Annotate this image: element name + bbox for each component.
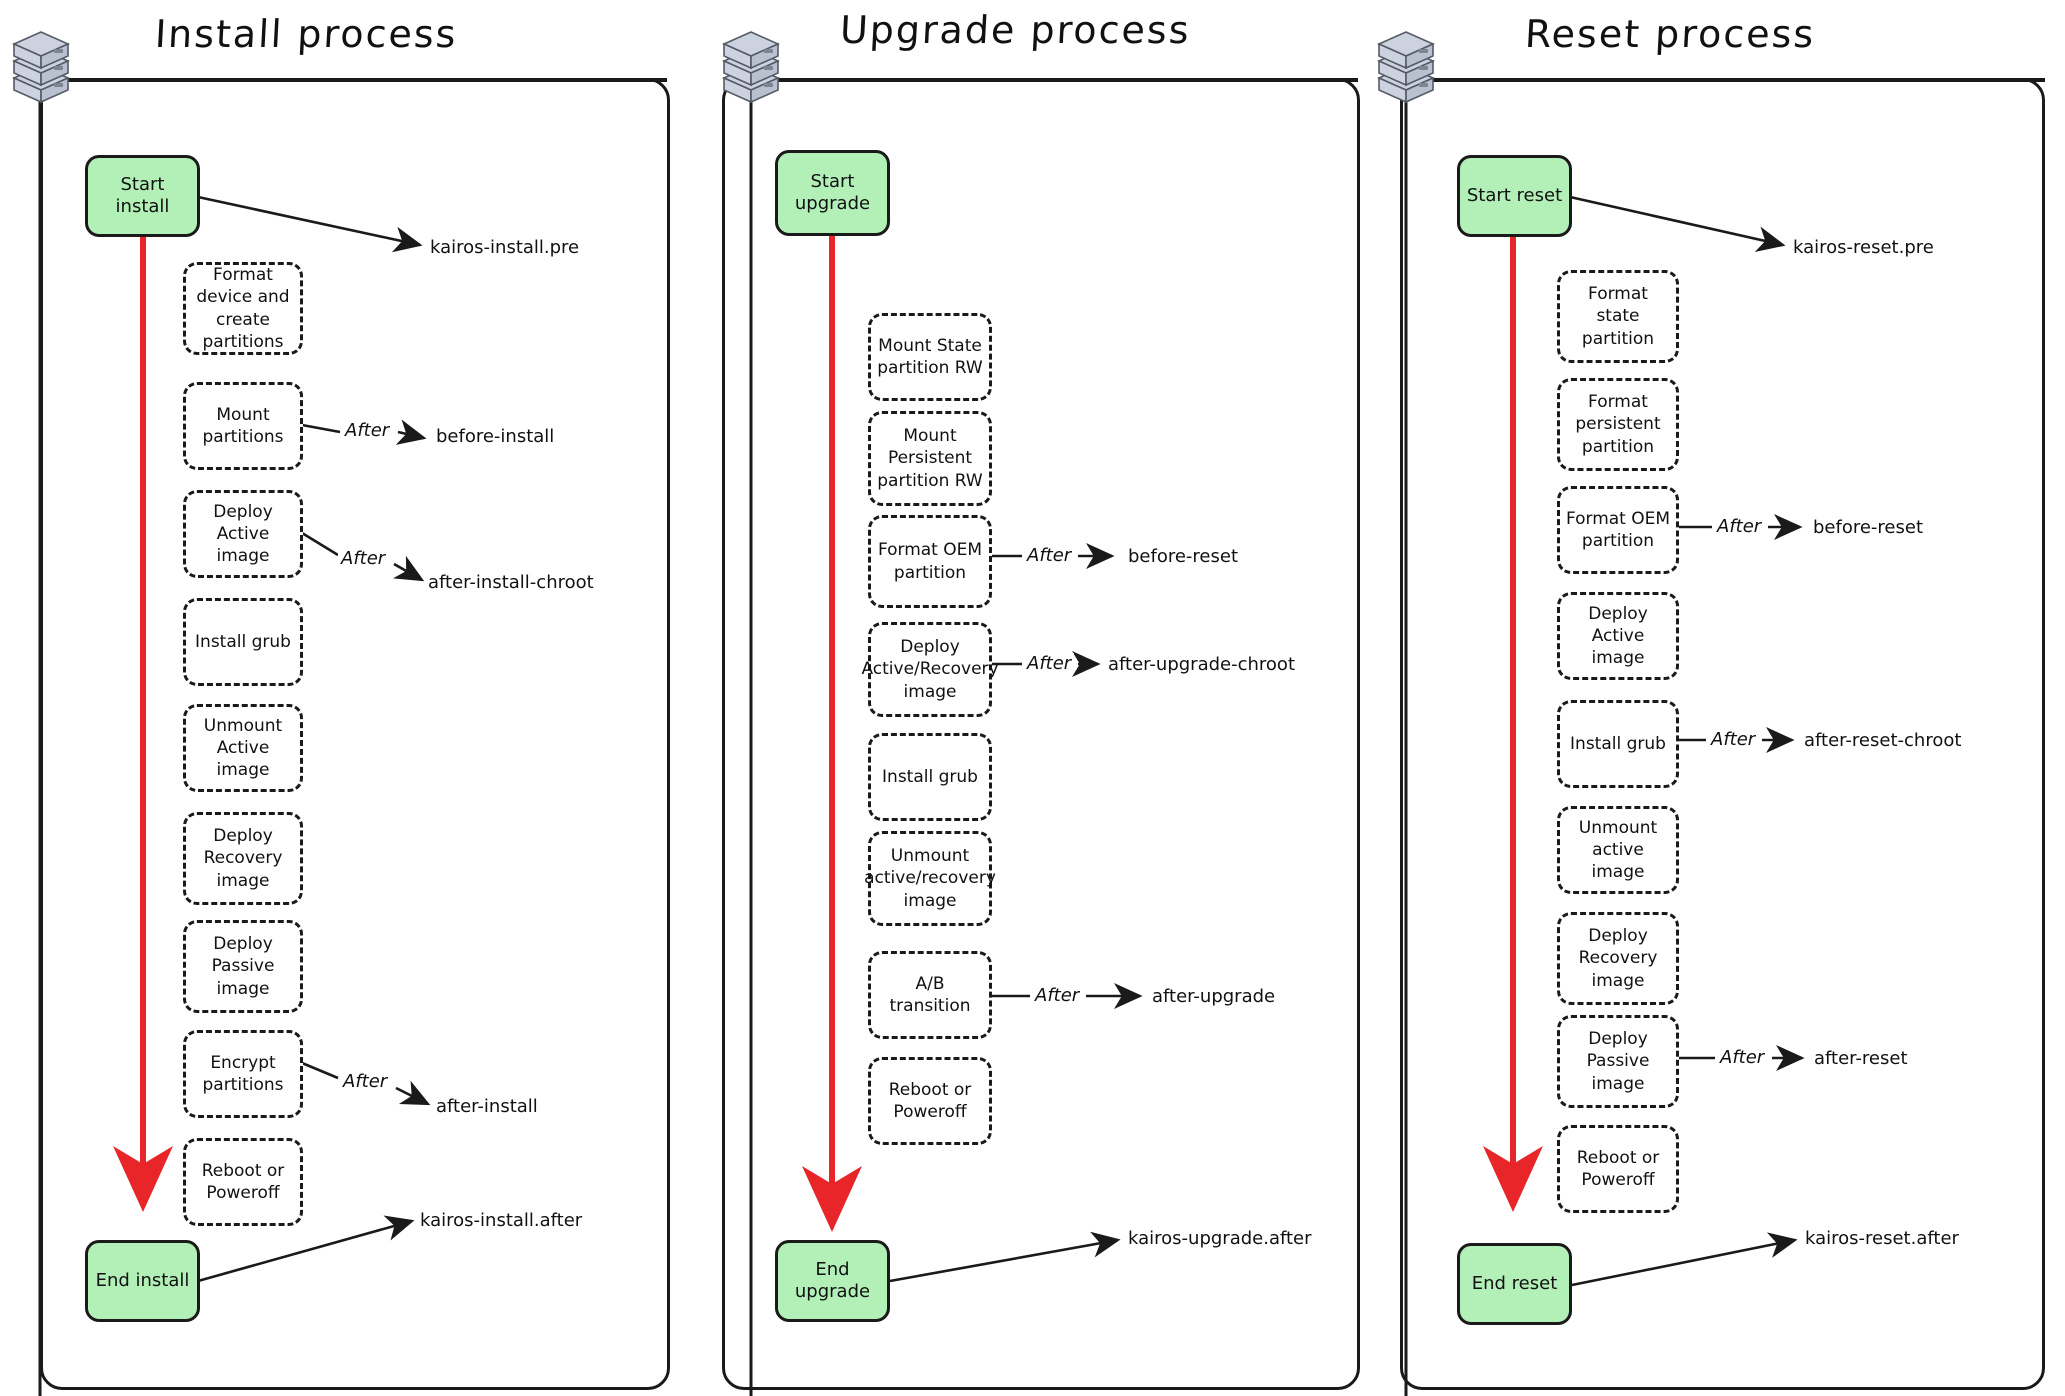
upgrade-step-mount-persistent-partition[interactable]: Mount Persistent partition RW — [868, 411, 992, 506]
reset-step-deploy-recovery-image[interactable]: Deploy Recovery image — [1557, 912, 1679, 1005]
reset-step-reboot-or-poweroff[interactable]: Reboot or Poweroff — [1557, 1125, 1679, 1213]
upgrade-step-reboot-or-poweroff[interactable]: Reboot or Poweroff — [868, 1057, 992, 1145]
upgrade-hook-kairos-upgrade-after: kairos-upgrade.after — [1128, 1228, 1312, 1249]
reset-hook-kairos-reset-after: kairos-reset.after — [1805, 1228, 1959, 1249]
upgrade-step-mount-state-partition[interactable]: Mount State partition RW — [868, 313, 992, 401]
install-hook-after-install: after-install — [436, 1096, 538, 1117]
reset-edge-label-after-2: After — [1708, 729, 1759, 750]
reset-edge-label-after-1: After — [1714, 516, 1765, 537]
reset-step-deploy-active-image[interactable]: Deploy Active image — [1557, 592, 1679, 680]
upgrade-end-node[interactable]: End upgrade — [775, 1240, 890, 1322]
upgrade-hook-after-upgrade: after-upgrade — [1152, 986, 1276, 1007]
install-hook-kairos-install-after: kairos-install.after — [420, 1210, 583, 1231]
install-edge-label-after-2: After — [338, 548, 389, 569]
reset-hook-after-reset-chroot: after-reset-chroot — [1804, 730, 1962, 751]
upgrade-step-install-grub[interactable]: Install grub — [868, 733, 992, 821]
install-edge-label-after-3: After — [340, 1071, 391, 1092]
reset-step-format-persistent-partition[interactable]: Format persistent partition — [1557, 378, 1679, 471]
install-step-deploy-active-image[interactable]: Deploy Active image — [183, 490, 303, 578]
upgrade-hook-after-upgrade-chroot: after-upgrade-chroot — [1108, 654, 1296, 675]
install-hook-before-install: before-install — [436, 426, 555, 447]
reset-process-title: Reset process — [1523, 12, 1817, 56]
upgrade-edge-label-after-0: After — [1024, 545, 1075, 566]
upgrade-edge-label-after-2: After — [1032, 985, 1083, 1006]
install-step-unmount-active-image[interactable]: Unmount Active image — [183, 704, 303, 792]
upgrade-step-ab-transition[interactable]: A/B transition — [868, 951, 992, 1039]
reset-step-unmount-active-image[interactable]: Unmount active image — [1557, 806, 1679, 894]
install-process-title: Install process — [153, 12, 459, 56]
reset-hook-before-reset: before-reset — [1813, 517, 1924, 538]
reset-edge-label-after-3: After — [1717, 1047, 1768, 1068]
upgrade-start-node[interactable]: Start upgrade — [775, 150, 890, 236]
reset-step-format-state-partition[interactable]: Format state partition — [1557, 270, 1679, 363]
upgrade-process-title: Upgrade process — [838, 8, 1192, 52]
upgrade-step-format-oem-partition[interactable]: Format OEM partition — [868, 515, 992, 608]
install-step-mount-partitions[interactable]: Mount partitions — [183, 382, 303, 470]
install-step-deploy-passive-image[interactable]: Deploy Passive image — [183, 920, 303, 1013]
install-step-install-grub[interactable]: Install grub — [183, 598, 303, 686]
upgrade-step-unmount-active-recovery-image[interactable]: Unmount active/recovery image — [864, 831, 996, 926]
install-hook-after-install-chroot: after-install-chroot — [428, 572, 594, 593]
install-hook-kairos-install-pre: kairos-install.pre — [430, 237, 580, 258]
reset-step-format-oem-partition[interactable]: Format OEM partition — [1557, 486, 1679, 574]
install-step-encrypt-partitions[interactable]: Encrypt partitions — [183, 1030, 303, 1118]
install-process-frame — [40, 78, 670, 1390]
upgrade-hook-before-reset: before-reset — [1128, 546, 1239, 567]
install-step-reboot-or-poweroff[interactable]: Reboot or Poweroff — [183, 1138, 303, 1226]
reset-process-frame — [1400, 78, 2045, 1390]
server-stack-icon — [722, 31, 780, 104]
reset-step-install-grub[interactable]: Install grub — [1557, 700, 1679, 788]
install-end-node[interactable]: End install — [85, 1240, 200, 1322]
install-start-node[interactable]: Start install — [85, 155, 200, 237]
install-step-deploy-recovery-image[interactable]: Deploy Recovery image — [183, 812, 303, 905]
install-edge-label-after-1: After — [342, 420, 393, 441]
server-stack-icon — [1377, 31, 1435, 104]
upgrade-step-deploy-active-recovery-image[interactable]: Deploy Active/Recovery image — [861, 622, 999, 717]
server-stack-icon — [12, 31, 70, 104]
reset-end-node[interactable]: End reset — [1457, 1243, 1572, 1325]
reset-start-node[interactable]: Start reset — [1457, 155, 1572, 237]
upgrade-edge-label-after-1: After — [1024, 653, 1075, 674]
reset-hook-after-reset: after-reset — [1814, 1048, 1908, 1069]
reset-step-deploy-passive-image[interactable]: Deploy Passive image — [1557, 1015, 1679, 1108]
install-step-format-device[interactable]: Format device and create partitions — [183, 262, 303, 355]
reset-hook-kairos-reset-pre: kairos-reset.pre — [1793, 237, 1934, 258]
upgrade-process-frame — [722, 78, 1360, 1390]
